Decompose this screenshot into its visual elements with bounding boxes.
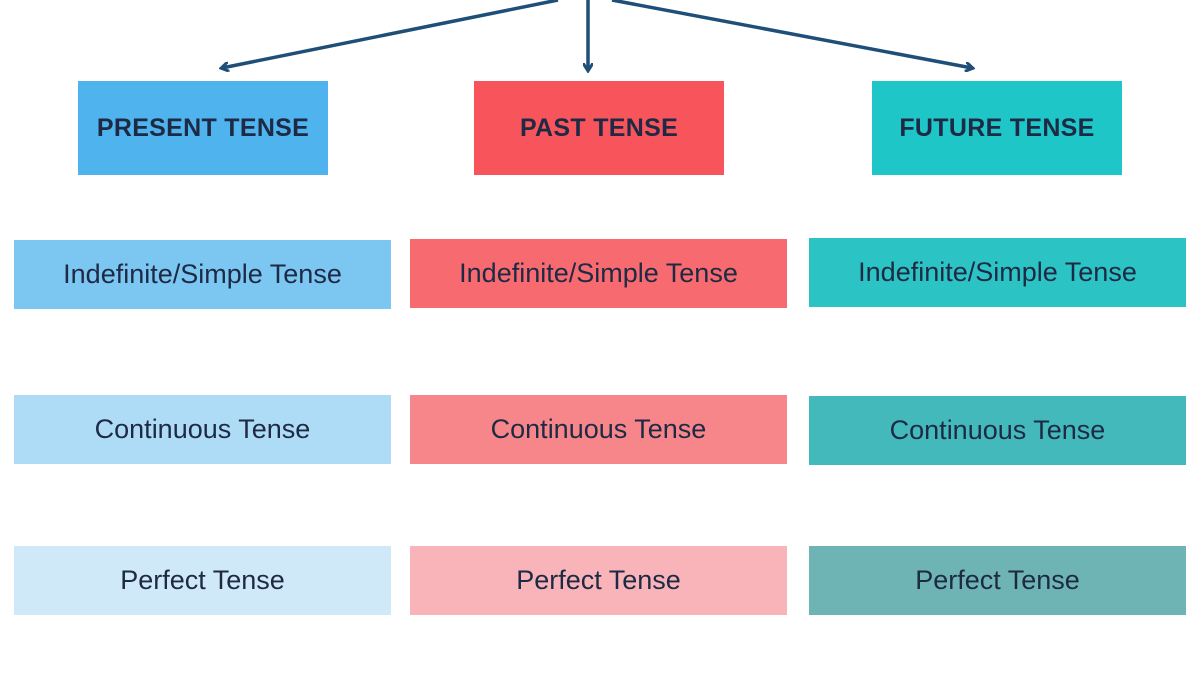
present-continuous-box: Continuous Tense (14, 395, 391, 464)
present-simple-box: Indefinite/Simple Tense (14, 240, 391, 309)
future-perfect-box: Perfect Tense (809, 546, 1186, 615)
past-continuous-box: Continuous Tense (410, 395, 787, 464)
future-continuous-box: Continuous Tense (809, 396, 1186, 465)
past-simple-box: Indefinite/Simple Tense (410, 239, 787, 308)
future-tense-header: FUTURE TENSE (872, 81, 1122, 175)
arrow-to-present (222, 0, 559, 68)
past-tense-header: PAST TENSE (474, 81, 724, 175)
arrow-to-future (611, 0, 972, 68)
present-perfect-box: Perfect Tense (14, 546, 391, 615)
past-perfect-box: Perfect Tense (410, 546, 787, 615)
present-tense-header: PRESENT TENSE (78, 81, 328, 175)
future-simple-box: Indefinite/Simple Tense (809, 238, 1186, 307)
